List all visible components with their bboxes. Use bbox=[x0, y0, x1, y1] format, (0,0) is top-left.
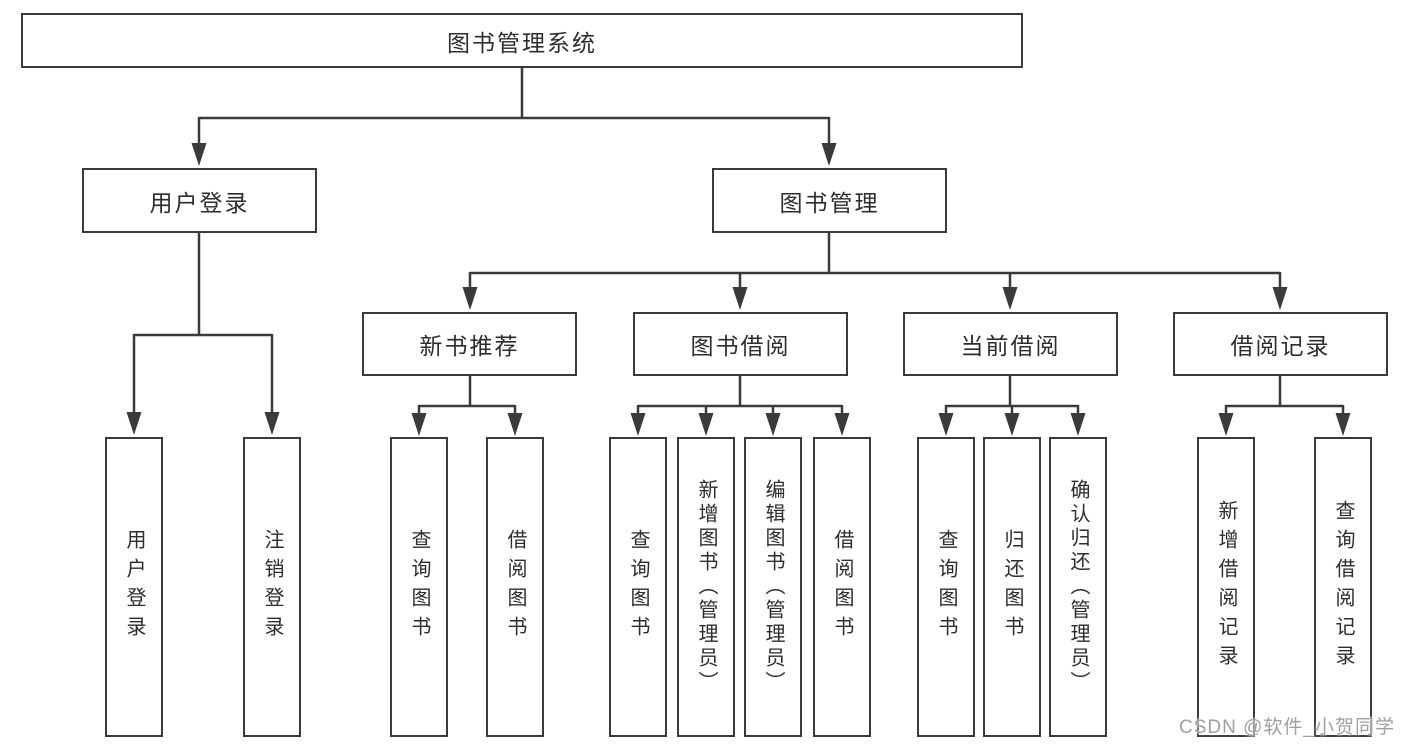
node-label: 借阅图书 bbox=[831, 529, 853, 645]
node-label: 借阅图书 bbox=[504, 529, 526, 645]
node-label: 图书管理系统 bbox=[447, 29, 597, 56]
node-label: 注销登录 bbox=[261, 529, 283, 645]
leaf-confirm-return-admin: 确认归还（管理员） bbox=[1049, 437, 1107, 737]
node-label: 借阅记录 bbox=[1230, 333, 1331, 359]
node-book-management: 图书管理 bbox=[712, 168, 947, 233]
leaf-query-book: 查询图书 bbox=[609, 437, 667, 737]
node-label: 查询借阅记录 bbox=[1332, 500, 1354, 674]
csdn-watermark: CSDN @软件_小贺同学 bbox=[1179, 717, 1395, 738]
leaf-add-borrow-record: 新增借阅记录 bbox=[1197, 437, 1255, 737]
node-label: 确认归还（管理员） bbox=[1067, 479, 1089, 695]
leaf-borrow-book: 借阅图书 bbox=[486, 437, 544, 737]
node-root-system: 图书管理系统 bbox=[21, 13, 1023, 68]
node-book-borrow: 图书借阅 bbox=[633, 312, 848, 376]
node-current-borrow: 当前借阅 bbox=[903, 312, 1118, 376]
node-label: 当前借阅 bbox=[960, 333, 1061, 359]
node-label: 编辑图书（管理员） bbox=[762, 479, 784, 695]
node-label: 归还图书 bbox=[1001, 529, 1023, 645]
node-label: 图书借阅 bbox=[690, 333, 791, 359]
leaf-return-book: 归还图书 bbox=[983, 437, 1041, 737]
node-label: 图书管理 bbox=[779, 189, 880, 216]
node-label: 新书推荐 bbox=[419, 333, 520, 359]
leaf-query-book: 查询图书 bbox=[390, 437, 448, 737]
node-label: 用户登录 bbox=[149, 189, 250, 216]
node-user-login: 用户登录 bbox=[82, 168, 317, 233]
leaf-add-book-admin: 新增图书（管理员） bbox=[677, 437, 735, 737]
node-label: 查询图书 bbox=[627, 529, 649, 645]
leaf-user-login: 用户登录 bbox=[105, 437, 163, 737]
node-label: 用户登录 bbox=[123, 529, 145, 645]
node-borrow-records: 借阅记录 bbox=[1173, 312, 1388, 376]
leaf-query-borrow-record: 查询借阅记录 bbox=[1314, 437, 1372, 737]
node-label: 新增图书（管理员） bbox=[695, 479, 717, 695]
node-label: 查询图书 bbox=[408, 529, 430, 645]
leaf-query-book: 查询图书 bbox=[917, 437, 975, 737]
leaf-borrow-book: 借阅图书 bbox=[813, 437, 871, 737]
node-label: 查询图书 bbox=[935, 529, 957, 645]
node-label: 新增借阅记录 bbox=[1215, 500, 1237, 674]
node-new-book-recommend: 新书推荐 bbox=[362, 312, 577, 376]
leaf-logout: 注销登录 bbox=[243, 437, 301, 737]
leaf-edit-book-admin: 编辑图书（管理员） bbox=[744, 437, 802, 737]
